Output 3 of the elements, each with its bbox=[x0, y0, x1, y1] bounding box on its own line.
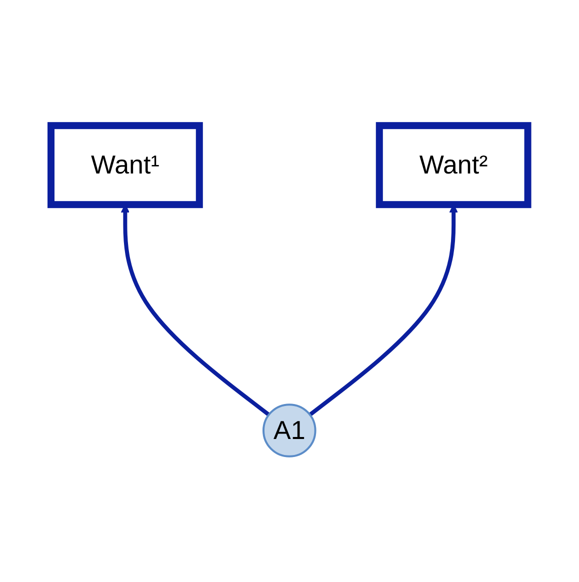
node-box: Want² bbox=[376, 122, 532, 208]
node-box: Want¹ bbox=[48, 122, 203, 208]
node-circle: A1 bbox=[262, 404, 316, 458]
